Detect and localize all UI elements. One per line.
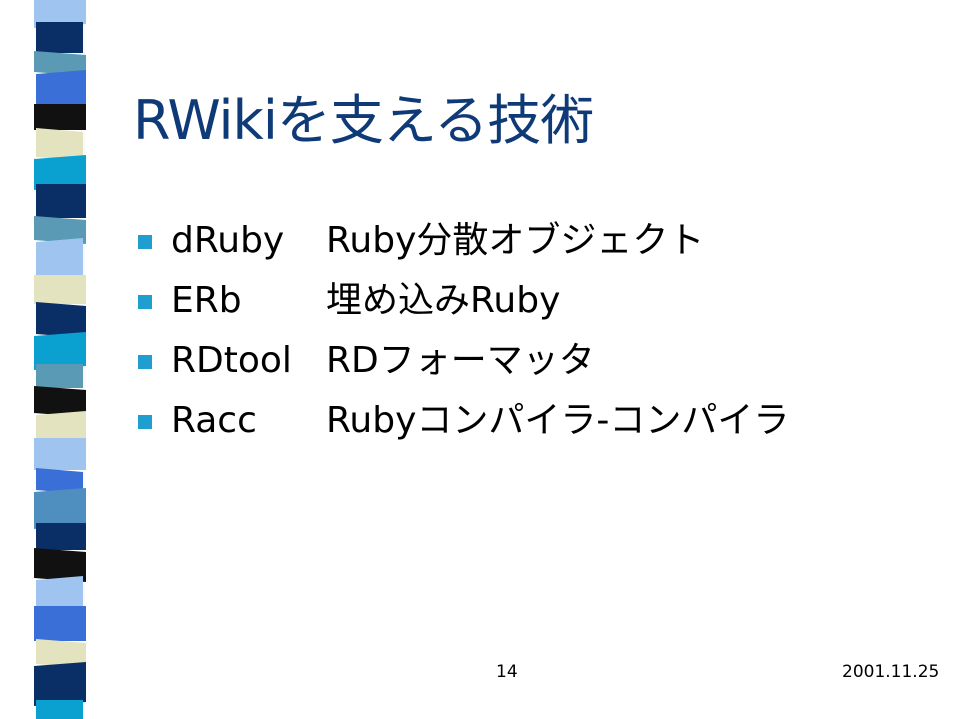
decorative-stripe-bar bbox=[34, 0, 105, 719]
stripe-segment bbox=[36, 639, 86, 668]
stripe-segment bbox=[36, 302, 86, 338]
stripe-segment bbox=[34, 548, 86, 582]
bullet-term: dRuby bbox=[171, 220, 285, 261]
stripe-segment bbox=[34, 488, 86, 529]
page-number: 14 bbox=[496, 662, 518, 682]
bullet-description: Ruby分散オブジェクト bbox=[326, 220, 705, 261]
stripe-segment bbox=[36, 700, 83, 719]
square-bullet-icon bbox=[138, 235, 152, 249]
stripe-segment bbox=[34, 606, 86, 641]
footer-date: 2001.11.25 bbox=[842, 662, 940, 682]
stripe-segment bbox=[36, 468, 83, 494]
square-bullet-icon bbox=[138, 295, 152, 309]
stripe-segment bbox=[34, 386, 86, 417]
stripe-segment bbox=[34, 104, 86, 130]
bullet-description: RDフォーマッタ bbox=[326, 340, 595, 381]
square-bullet-icon bbox=[138, 355, 152, 369]
stripe-segment bbox=[36, 22, 83, 53]
stripe-segment bbox=[36, 576, 83, 612]
bullet-term: ERb bbox=[171, 280, 242, 321]
stripe-segment bbox=[34, 662, 86, 706]
stripe-segment bbox=[34, 216, 86, 244]
stripe-segment bbox=[34, 0, 86, 28]
stripe-segment bbox=[36, 70, 86, 110]
bullet-description: Rubyコンパイラ-コンパイラ bbox=[326, 400, 790, 441]
bullet-term: RDtool bbox=[171, 340, 292, 381]
stripe-segment bbox=[36, 364, 83, 388]
stripe-segment bbox=[34, 155, 86, 190]
stripe-segment bbox=[36, 411, 86, 444]
slide-title: RWikiを支える技術 bbox=[133, 89, 594, 152]
stripe-segment bbox=[34, 332, 86, 370]
stripe-segment bbox=[36, 238, 83, 281]
stripe-segment bbox=[34, 275, 86, 304]
stripe-segment bbox=[34, 438, 86, 470]
stripe-segment bbox=[36, 523, 86, 550]
stripe-segment bbox=[36, 128, 83, 161]
stripe-segment bbox=[36, 184, 86, 218]
square-bullet-icon bbox=[138, 415, 152, 429]
stripe-segment bbox=[34, 51, 86, 76]
bullet-description: 埋め込みRuby bbox=[326, 280, 561, 321]
bullet-term: Racc bbox=[171, 400, 257, 441]
